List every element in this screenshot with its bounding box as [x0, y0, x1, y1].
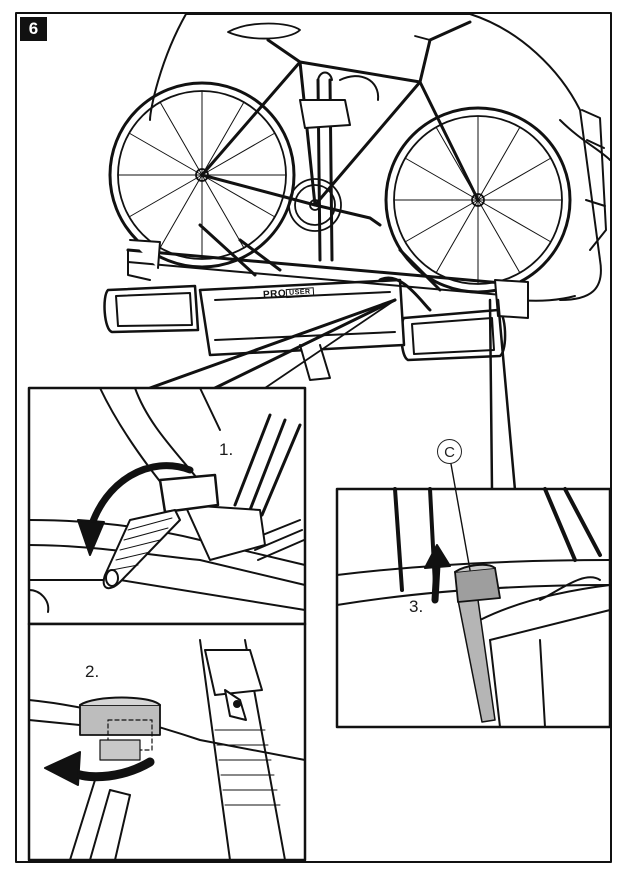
detail-panel-2 — [27, 622, 307, 862]
logo-tag: USER — [285, 287, 314, 298]
callout-c-marker: C — [437, 439, 462, 464]
bicycle — [108, 20, 572, 294]
carrier-arm — [299, 71, 380, 262]
step-label-1: 1. — [219, 440, 234, 459]
step-label-2: 2. — [85, 662, 100, 681]
step-number-badge: 6 — [20, 17, 47, 41]
carrier-platform — [103, 223, 529, 381]
detail-pointers — [148, 298, 517, 492]
step-label-3: 3. — [409, 597, 424, 616]
detail-panel-1 — [27, 386, 307, 626]
car-rear — [149, 13, 611, 302]
logo-main: PRO — [262, 288, 287, 301]
detail-panel-3 — [335, 463, 612, 729]
